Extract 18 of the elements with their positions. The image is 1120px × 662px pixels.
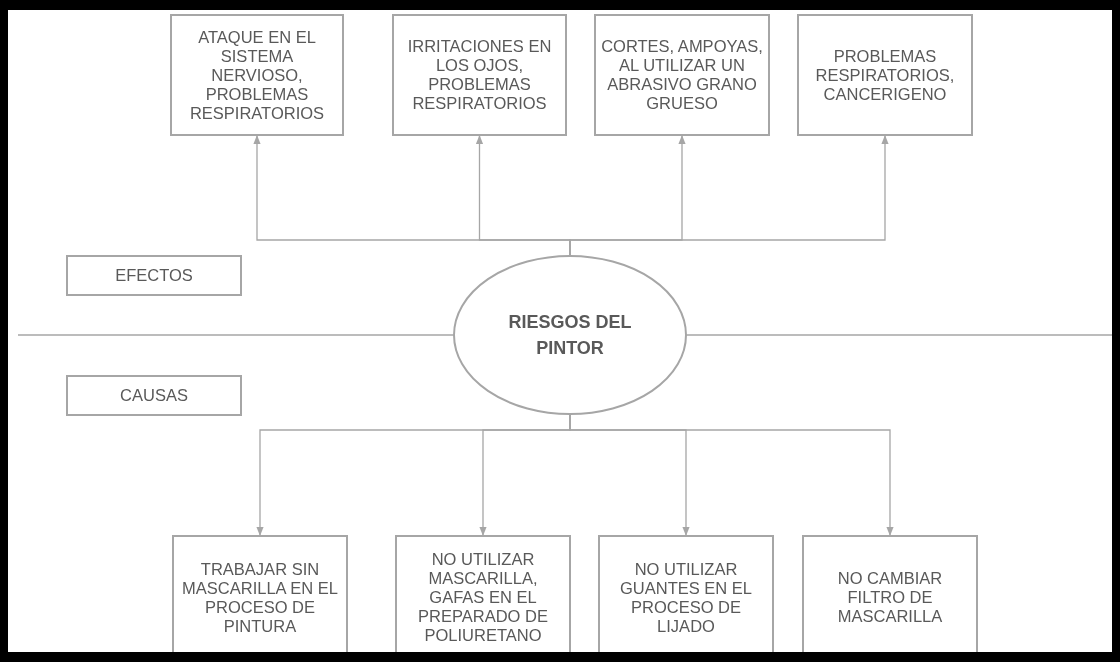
node-label: PROBLEMAS RESPIRATORIOS, CANCERIGENO [814, 46, 956, 104]
node-label: NO CAMBIAR FILTRO DE MASCARILLA [836, 569, 944, 626]
text-box [797, 14, 973, 136]
node-label: IRRITACIONES EN LOS OJOS, PROBLEMAS RESPIRATORIOS [406, 37, 553, 113]
node-label: ATAQUE EN EL SISTEMA NERVIOSO, PROBLEMAS RESPIRATORIOS [188, 27, 326, 123]
ellipse-node [453, 255, 687, 415]
node-label: EFECTOS [114, 266, 194, 285]
node-label: RIESGOS DEL PINTOR [507, 311, 633, 360]
node-label: TRABAJAR SIN MASCARILLA EN EL PROCESO DE PINTURA [181, 559, 339, 636]
text-box [66, 255, 242, 296]
node-label: NO UTILIZAR MASCARILLA, GAFAS EN EL PREPARADO DE POLIURETANO [417, 550, 549, 645]
node-label: CAUSAS [119, 386, 189, 405]
node-label: CORTES, AMPOYAS, AL UTILIZAR UN ABRASIVO GRANO GRUESO [600, 37, 764, 113]
text-box [66, 375, 242, 416]
text-box [170, 14, 344, 136]
node-label: NO UTILIZAR GUANTES EN EL PROCESO DE LIJADO [618, 559, 753, 636]
text-box [594, 14, 770, 136]
text-box [392, 14, 567, 136]
